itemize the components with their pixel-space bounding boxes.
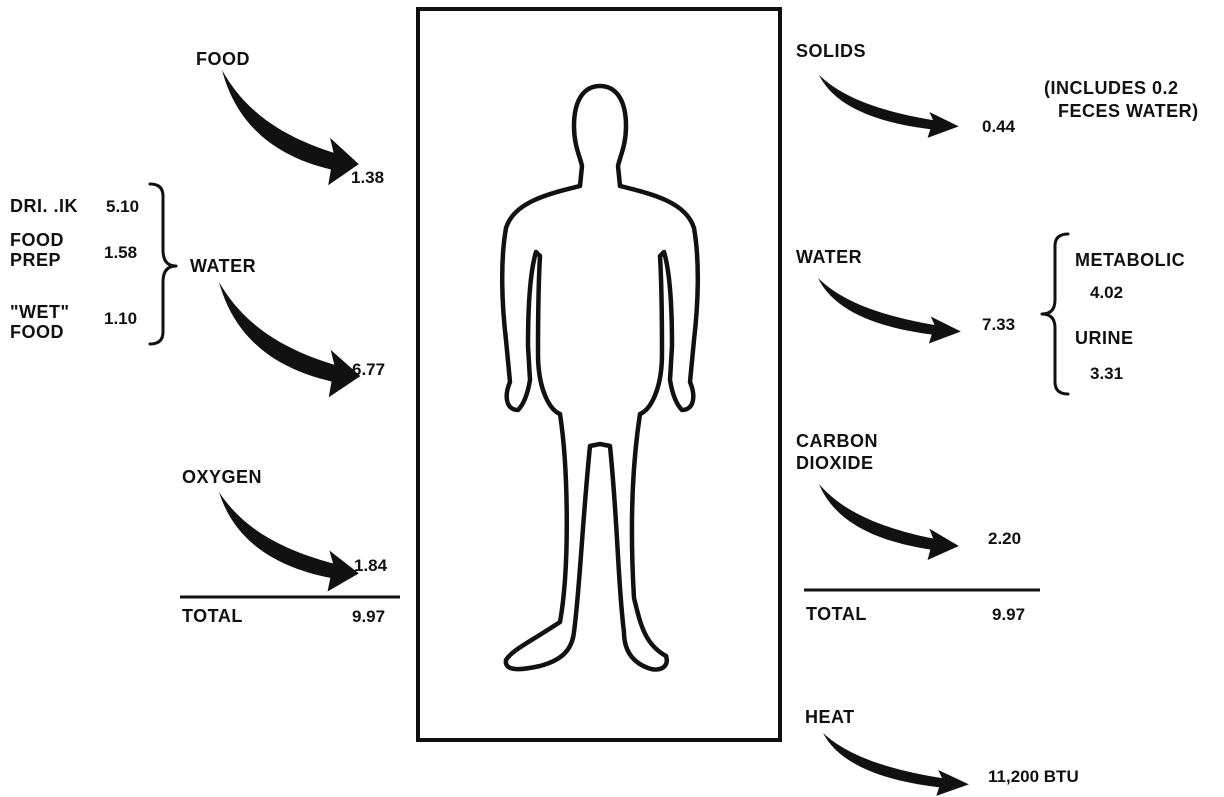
- food-arrow: [222, 70, 359, 185]
- output-total-label: TOTAL: [806, 604, 867, 624]
- water-source-food-prep-label-line2: PREP: [10, 250, 61, 270]
- solids-output-value: 0.44: [982, 117, 1016, 136]
- urine-value: 3.31: [1090, 364, 1123, 383]
- solids-note-line1: (INCLUDES 0.2: [1044, 78, 1179, 98]
- water-source-wet-food-label: "WET": [10, 302, 70, 322]
- solids-output-label: SOLIDS: [796, 41, 866, 61]
- oxygen-input-value: 1.84: [354, 556, 388, 575]
- input-total-value: 9.97: [352, 607, 385, 626]
- heat-output-value: 11,200 BTU: [988, 767, 1079, 786]
- carbon-dioxide-label: CARBON: [796, 431, 878, 451]
- heat-arrow: [823, 733, 969, 796]
- output-total-value: 9.97: [992, 605, 1025, 624]
- water-input-value: 6.77: [352, 360, 385, 379]
- water-output-value: 7.33: [982, 315, 1015, 334]
- oxygen-arrow: [219, 492, 359, 592]
- food-input-label: FOOD: [196, 49, 250, 69]
- solids-arrow: [819, 75, 959, 138]
- water-sources-group: DRI. .IK 5.10 FOOD PREP 1.58 "WET" FOOD …: [10, 184, 176, 344]
- water-output-brace: [1042, 234, 1068, 394]
- carbon-dioxide-label-line2: DIOXIDE: [796, 453, 874, 473]
- water-source-food-prep-value: 1.58: [104, 243, 137, 262]
- metabolic-label: METABOLIC: [1075, 250, 1185, 270]
- food-input-value: 1.38: [351, 168, 384, 187]
- input-total-label: TOTAL: [182, 606, 243, 626]
- carbon-dioxide-value: 2.20: [988, 529, 1021, 548]
- water-output-label: WATER: [796, 247, 862, 267]
- human-figure: [502, 86, 698, 670]
- water-source-food-prep-label: FOOD: [10, 230, 64, 250]
- water-input-label: WATER: [190, 256, 256, 276]
- water-input-arrow: [219, 282, 360, 397]
- water-sources-brace: [150, 184, 176, 344]
- water-source-wet-food-value: 1.10: [104, 309, 137, 328]
- urine-label: URINE: [1075, 328, 1134, 348]
- carbon-dioxide-arrow: [819, 484, 959, 560]
- water-output-arrow: [818, 278, 961, 344]
- heat-output-label: HEAT: [805, 707, 855, 727]
- oxygen-input-label: OXYGEN: [182, 467, 262, 487]
- metabolic-value: 4.02: [1090, 283, 1123, 302]
- solids-note-line2: FECES WATER): [1058, 101, 1199, 121]
- body-frame: [418, 9, 780, 740]
- water-source-drink-value: 5.10: [106, 197, 139, 216]
- water-source-drink-label: DRI. .IK: [10, 196, 78, 216]
- water-source-wet-food-label-line2: FOOD: [10, 322, 64, 342]
